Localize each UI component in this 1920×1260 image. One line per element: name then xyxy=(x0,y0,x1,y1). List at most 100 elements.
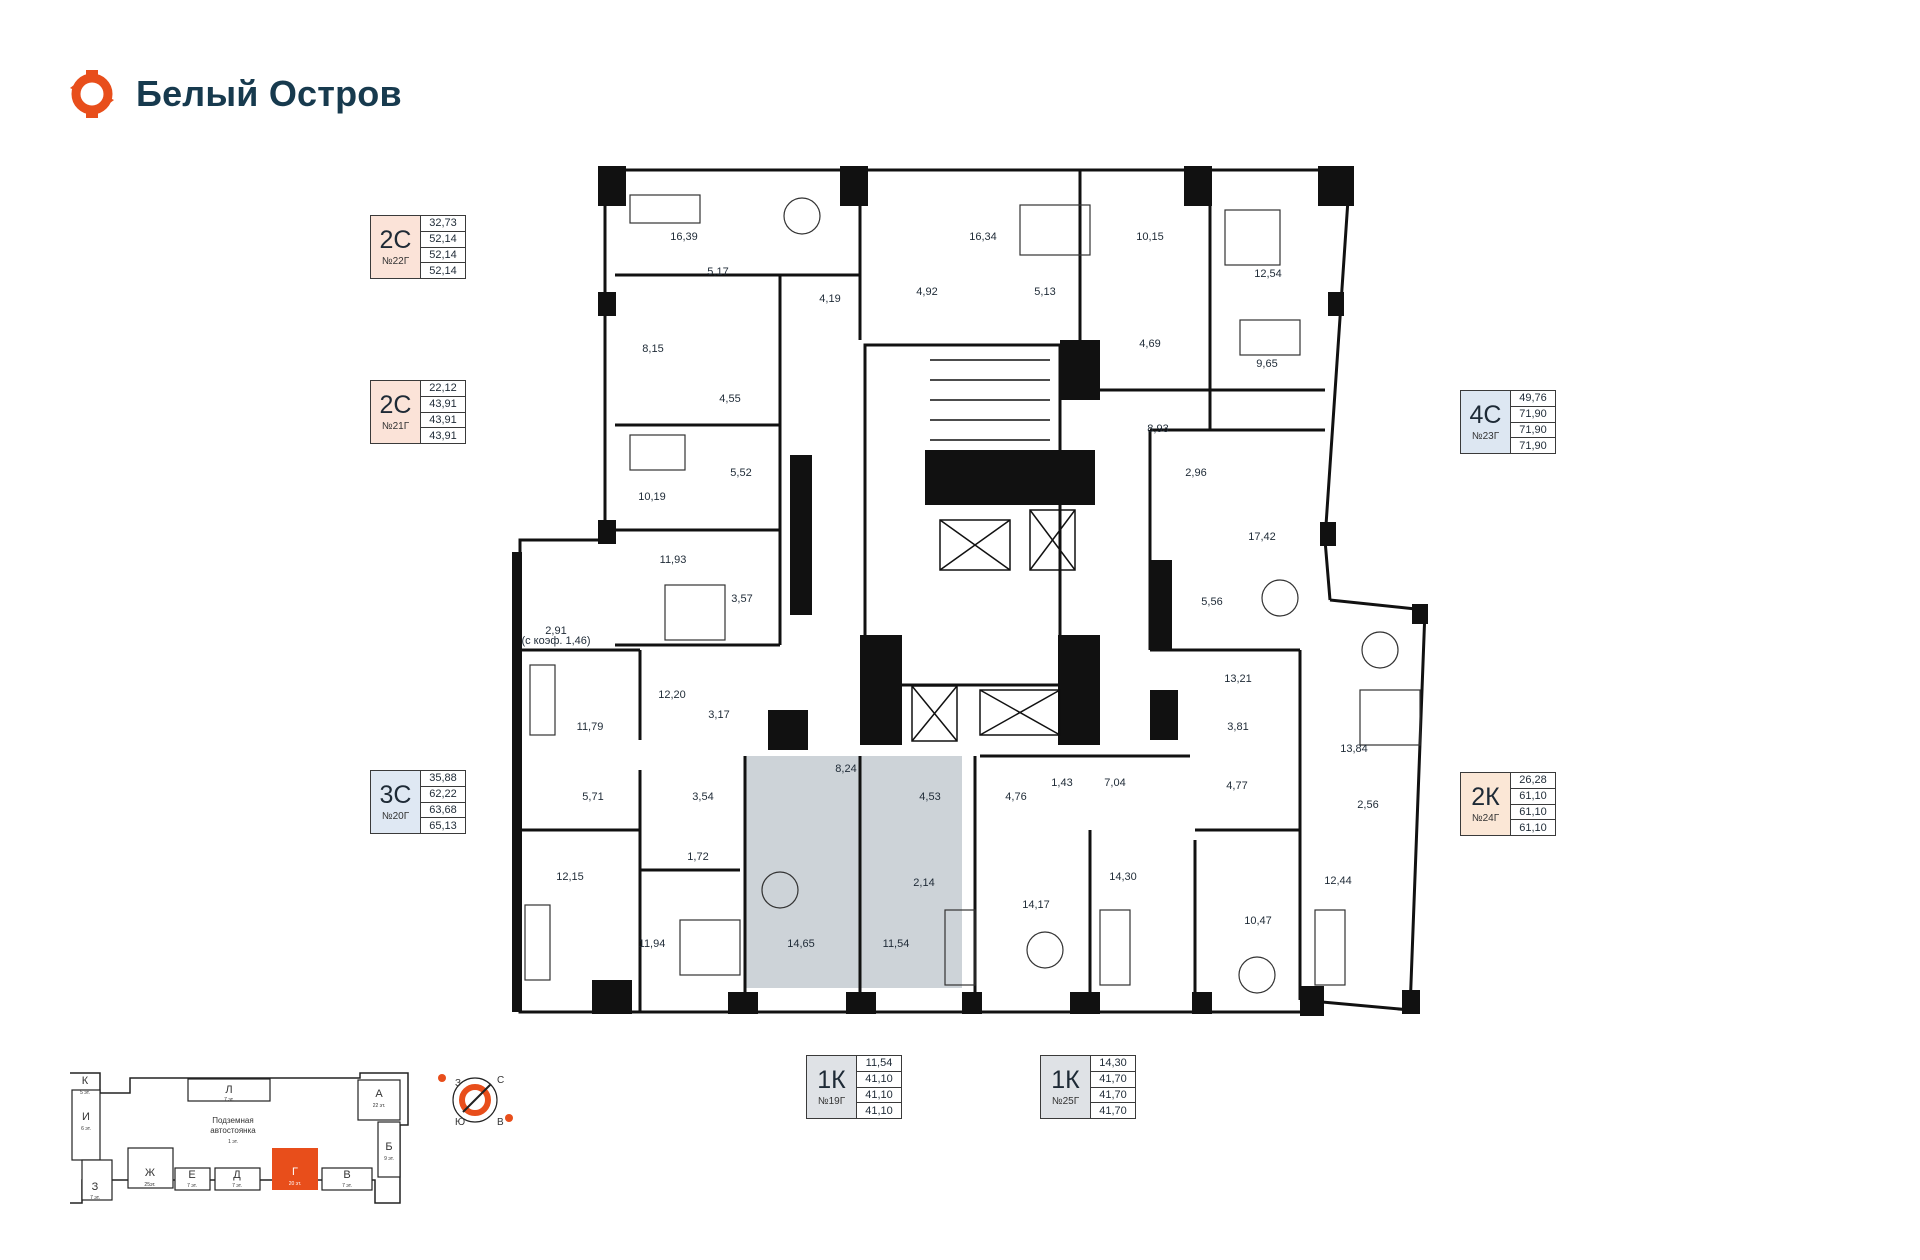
area-value: 41,10 xyxy=(865,1104,893,1117)
room-area-label: 2,56 xyxy=(1357,799,1378,811)
section-label: З xyxy=(92,1181,99,1193)
apartment-card[interactable]: 2С №22Г 32,73 52,14 52,14 52,14 xyxy=(370,215,466,279)
section-floor: 25эт. xyxy=(144,1182,155,1188)
apartment-number: №20Г xyxy=(381,811,410,822)
apartment-card[interactable]: 2К №24Г 26,28 61,10 61,10 61,10 xyxy=(1460,772,1556,836)
area-value: 52,14 xyxy=(421,248,465,264)
compass-east: В xyxy=(497,1117,504,1128)
room-area-label: 1,72 xyxy=(687,851,708,863)
room-area-label: 11,79 xyxy=(577,721,604,733)
room-area-label: 11,93 xyxy=(660,554,687,566)
area-value: 71,90 xyxy=(1511,423,1555,439)
apartment-type-box: 4С №23Г xyxy=(1460,390,1511,454)
section-floor: 5 эт. xyxy=(80,1090,90,1096)
room-area-label: 8,93 xyxy=(1147,423,1168,435)
apartment-card[interactable]: 3С №20Г 35,88 62,22 63,68 65,13 xyxy=(370,770,466,834)
area-value: 63,68 xyxy=(421,803,465,819)
structural-columns xyxy=(512,166,1428,1016)
section-label: В xyxy=(343,1169,350,1181)
apartment-type: 3С xyxy=(379,781,412,809)
apartment-type-box: 2С №22Г xyxy=(370,215,421,279)
apartment-type-box: 1К №25Г xyxy=(1040,1055,1091,1119)
section-label: Е xyxy=(188,1169,195,1181)
parking-floor: 1 эт. xyxy=(228,1139,238,1145)
area-value: 41,10 xyxy=(857,1072,901,1088)
parking-title-2: автостоянка xyxy=(210,1126,256,1135)
apartment-areas: 26,28 61,10 61,10 61,10 xyxy=(1511,772,1556,836)
room-area-label: 1,43 xyxy=(1051,777,1072,789)
compass-icon: С В Ю З xyxy=(438,1074,513,1128)
room-area-label: 11,54 xyxy=(883,938,910,950)
apartment-type: 1К xyxy=(817,1066,846,1094)
room-area-label: 11,94 xyxy=(639,938,666,950)
compass-west: З xyxy=(455,1078,461,1089)
room-area-label: 4,19 xyxy=(819,293,840,305)
section-floor: 7 эт. xyxy=(90,1195,100,1201)
apartment-type-box: 1К №19Г xyxy=(806,1055,857,1119)
apartment-type-box: 2К №24Г xyxy=(1460,772,1511,836)
exterior-walls xyxy=(518,168,1427,1014)
site-plan: К 5 эт. Л 7 эт. А 22 эт. И 6 эт. Б 9 эт.… xyxy=(70,1072,409,1204)
room-area-label: 3,57 xyxy=(731,593,752,605)
room-area-label: 3,54 xyxy=(692,791,713,803)
section-label: Л xyxy=(225,1084,232,1096)
apartment-areas: 11,54 41,10 41,10 41,10 xyxy=(857,1055,902,1119)
room-area-label: 10,47 xyxy=(1244,915,1272,927)
section-label: Ж xyxy=(145,1167,155,1179)
section-floor: 7 эт. xyxy=(232,1183,242,1189)
area-value: 26,28 xyxy=(1511,773,1555,789)
area-value: 41,70 xyxy=(1091,1088,1135,1104)
room-area-label: 8,15 xyxy=(642,343,663,355)
section-floor: 7 эт. xyxy=(187,1183,197,1189)
section-floor: 6 эт. xyxy=(81,1126,91,1132)
compass-north: С xyxy=(497,1075,504,1086)
room-area-label: 4,76 xyxy=(1005,791,1026,803)
apartment-areas: 49,76 71,90 71,90 71,90 xyxy=(1511,390,1556,454)
room-area-label: 4,53 xyxy=(919,791,940,803)
section-label: А xyxy=(375,1088,383,1100)
apartment-card[interactable]: 4С №23Г 49,76 71,90 71,90 71,90 xyxy=(1460,390,1556,454)
apartment-card[interactable]: 1К №25Г 14,30 41,70 41,70 41,70 xyxy=(1040,1055,1136,1119)
section-floor: 22 эт. xyxy=(373,1103,386,1109)
area-value: 43,91 xyxy=(421,397,465,413)
furniture xyxy=(524,194,1421,994)
area-value: 22,12 xyxy=(421,381,465,397)
apartment-card-selected[interactable]: 1К №19Г 11,54 41,10 41,10 41,10 xyxy=(806,1055,902,1119)
apartment-areas: 22,12 43,91 43,91 43,91 xyxy=(421,380,466,444)
apartment-number: №23Г xyxy=(1471,431,1500,442)
room-area-label: 10,15 xyxy=(1136,231,1164,243)
area-value: 41,70 xyxy=(1091,1072,1135,1088)
area-value: 65,13 xyxy=(429,819,457,832)
area-value: 32,73 xyxy=(421,216,465,232)
apartment-type: 4С xyxy=(1469,401,1502,429)
brand-title: Белый Остров xyxy=(136,73,402,114)
apartment-areas: 32,73 52,14 52,14 52,14 xyxy=(421,215,466,279)
room-area-label: 13,84 xyxy=(1340,743,1368,755)
room-area-label: 4,77 xyxy=(1226,780,1247,792)
room-area-label: 14,17 xyxy=(1022,899,1050,911)
area-value: 35,88 xyxy=(421,771,465,787)
room-area-label: 14,30 xyxy=(1109,871,1137,883)
section-floor: 7 эт. xyxy=(342,1183,352,1189)
room-area-label: 5,52 xyxy=(730,467,751,479)
area-value: 49,76 xyxy=(1511,391,1555,407)
room-area-label: 5,56 xyxy=(1201,596,1222,608)
apartment-number: №24Г xyxy=(1471,813,1500,824)
section-label-active: Г xyxy=(292,1166,298,1178)
apartment-type-box: 2С №21Г xyxy=(370,380,421,444)
section-label: Д xyxy=(233,1169,241,1181)
highlighted-apartment[interactable] xyxy=(746,756,962,988)
room-area-label: 13,21 xyxy=(1224,673,1252,685)
room-area-label: 16,34 xyxy=(969,231,997,243)
apartment-card[interactable]: 2С №21Г 22,12 43,91 43,91 43,91 xyxy=(370,380,466,444)
parking-title: Подземная xyxy=(212,1116,253,1125)
apartment-type: 2С xyxy=(379,226,412,254)
area-value: 43,91 xyxy=(421,413,465,429)
apartment-number: №21Г xyxy=(381,421,410,432)
room-area-label: 12,54 xyxy=(1254,268,1282,280)
room-area-label: 10,19 xyxy=(638,491,666,503)
area-value: 41,70 xyxy=(1099,1104,1127,1117)
section-label: К xyxy=(82,1075,89,1087)
room-area-note: (с коэф. 1,46) xyxy=(521,635,590,647)
